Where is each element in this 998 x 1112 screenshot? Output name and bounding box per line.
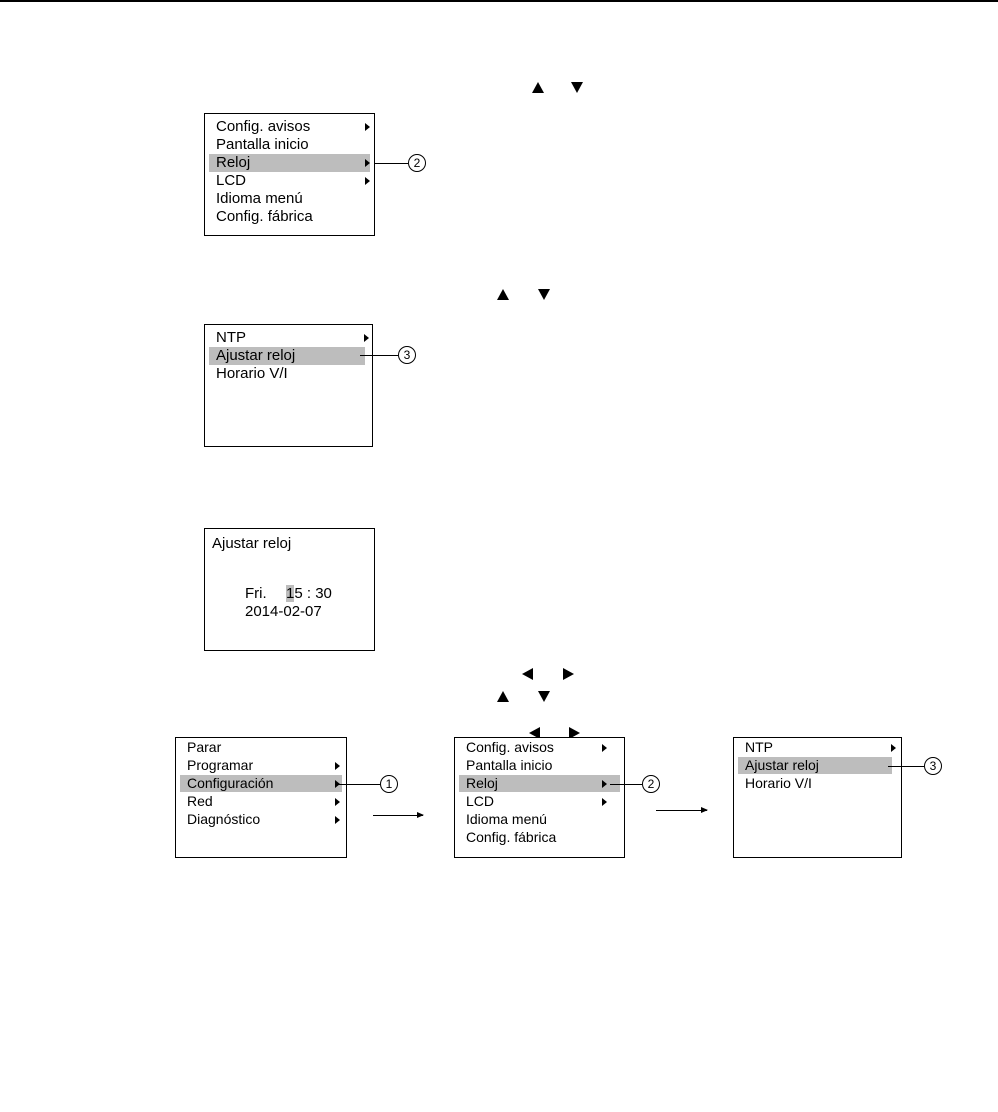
menu-item-configuracion[interactable]: Configuración bbox=[180, 775, 342, 792]
menu-item-config-fabrica[interactable]: Config. fábrica bbox=[466, 829, 557, 845]
clock-menu-screen-small: NTP Ajustar reloj Horario V/I bbox=[733, 737, 902, 858]
callout-marker: 3 bbox=[398, 346, 416, 364]
time-cursor: 1 bbox=[286, 585, 295, 602]
menu-item-idioma-menu[interactable]: Idioma menú bbox=[466, 811, 547, 827]
flow-arrow-icon bbox=[373, 812, 424, 818]
menu-item-ajustar-reloj[interactable]: Ajustar reloj bbox=[209, 347, 365, 365]
callout-marker: 2 bbox=[408, 154, 426, 172]
set-clock-screen: Ajustar reloj Fri. 15 : 30 2014-02-07 bbox=[204, 528, 375, 651]
clock-menu-screen: NTP Ajustar reloj Horario V/I bbox=[204, 324, 373, 447]
submenu-arrow-icon bbox=[335, 798, 340, 806]
submenu-arrow-icon bbox=[335, 816, 340, 824]
menu-item-config-fabrica[interactable]: Config. fábrica bbox=[216, 208, 313, 225]
up-arrow-key-icon bbox=[497, 289, 509, 300]
down-arrow-key-icon bbox=[571, 82, 583, 93]
callout-line bbox=[337, 784, 380, 785]
time-value[interactable]: 15 : 30 bbox=[286, 585, 332, 602]
config-menu-screen-small: Config. avisos Pantalla inicio Reloj LCD… bbox=[454, 737, 625, 858]
down-arrow-key-icon bbox=[538, 289, 550, 300]
submenu-arrow-icon bbox=[365, 177, 370, 185]
menu-item-ntp[interactable]: NTP bbox=[745, 739, 773, 755]
menu-item-diagnostico[interactable]: Diagnóstico bbox=[187, 811, 261, 827]
weekday-label: Fri. bbox=[245, 585, 267, 602]
menu-item-reloj[interactable]: Reloj bbox=[209, 154, 370, 172]
callout-marker: 1 bbox=[380, 775, 398, 793]
menu-item-idioma-menu[interactable]: Idioma menú bbox=[216, 190, 303, 207]
down-arrow-key-icon bbox=[538, 691, 550, 702]
set-clock-title: Ajustar reloj bbox=[212, 535, 292, 552]
right-arrow-key-icon bbox=[569, 727, 580, 739]
submenu-arrow-icon bbox=[335, 762, 340, 770]
submenu-arrow-icon bbox=[364, 334, 369, 342]
menu-item-parar[interactable]: Parar bbox=[187, 739, 222, 755]
submenu-arrow-icon bbox=[891, 744, 896, 752]
flow-arrow-icon bbox=[656, 807, 708, 813]
menu-item-programar[interactable]: Programar bbox=[187, 757, 254, 773]
config-menu-screen: Config. avisos Pantalla inicio Reloj LCD… bbox=[204, 113, 375, 236]
submenu-arrow-icon bbox=[602, 780, 607, 788]
callout-line bbox=[888, 766, 924, 767]
callout-marker: 2 bbox=[642, 775, 660, 793]
menu-item-red[interactable]: Red bbox=[187, 793, 213, 809]
menu-item-ntp[interactable]: NTP bbox=[216, 329, 246, 346]
callout-line bbox=[375, 163, 408, 164]
left-arrow-key-icon bbox=[522, 668, 533, 680]
menu-item-config-avisos[interactable]: Config. avisos bbox=[466, 739, 554, 755]
callout-line bbox=[610, 784, 642, 785]
callout-line bbox=[360, 355, 398, 356]
menu-item-horario-vi[interactable]: Horario V/I bbox=[216, 365, 288, 382]
submenu-arrow-icon bbox=[365, 159, 370, 167]
top-rule bbox=[0, 0, 998, 2]
menu-item-pantalla-inicio[interactable]: Pantalla inicio bbox=[466, 757, 553, 773]
left-arrow-key-icon bbox=[529, 727, 540, 739]
submenu-arrow-icon bbox=[602, 744, 607, 752]
menu-item-horario-vi[interactable]: Horario V/I bbox=[745, 775, 812, 791]
date-value[interactable]: 2014-02-07 bbox=[245, 603, 322, 620]
menu-item-lcd[interactable]: LCD bbox=[466, 793, 495, 809]
menu-item-lcd[interactable]: LCD bbox=[216, 172, 247, 189]
menu-item-reloj[interactable]: Reloj bbox=[459, 775, 620, 792]
up-arrow-key-icon bbox=[532, 82, 544, 93]
main-menu-screen: Parar Programar Configuración Red Diagnó… bbox=[175, 737, 347, 858]
up-arrow-key-icon bbox=[497, 691, 509, 702]
menu-item-config-avisos[interactable]: Config. avisos bbox=[216, 118, 311, 135]
menu-item-pantalla-inicio[interactable]: Pantalla inicio bbox=[216, 136, 309, 153]
submenu-arrow-icon bbox=[365, 123, 370, 131]
time-rest: 5 : 30 bbox=[294, 585, 332, 602]
callout-marker: 3 bbox=[924, 757, 942, 775]
right-arrow-key-icon bbox=[563, 668, 574, 680]
submenu-arrow-icon bbox=[602, 798, 607, 806]
menu-item-ajustar-reloj[interactable]: Ajustar reloj bbox=[738, 757, 892, 774]
